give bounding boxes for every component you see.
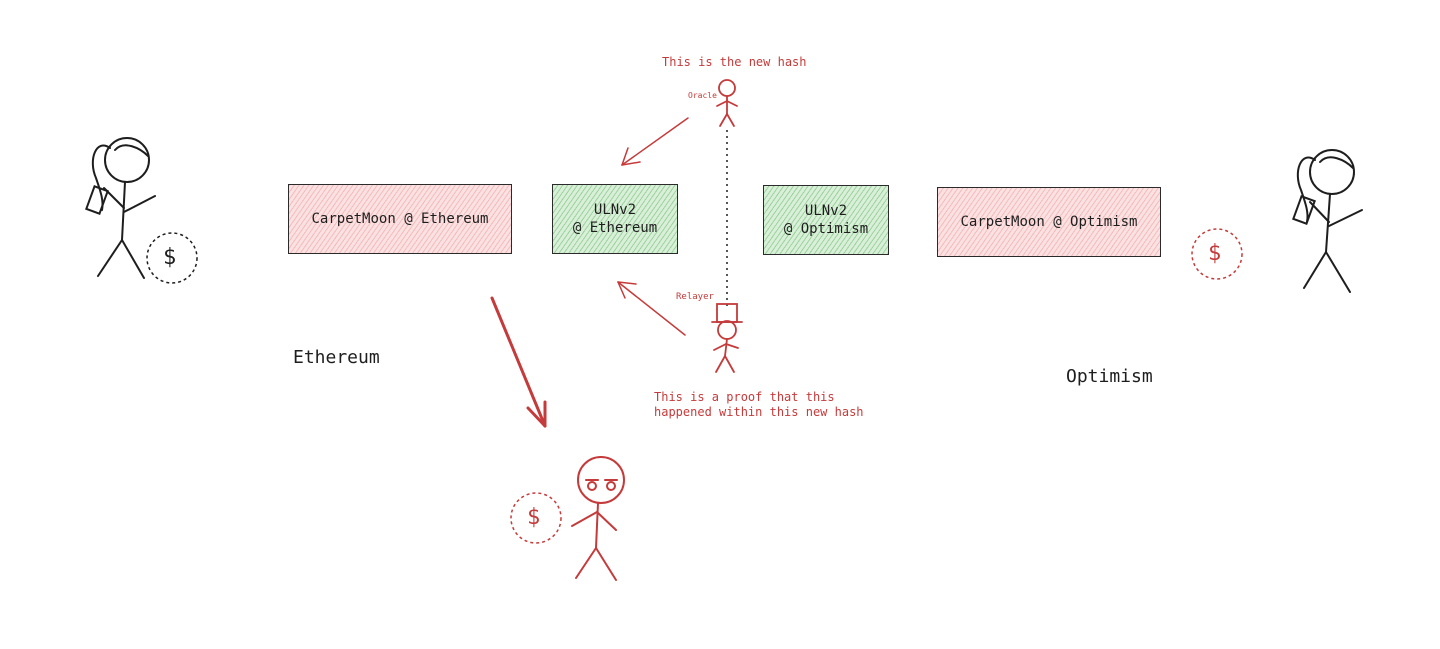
ulnv2-optimism-box: ULNv2 @ Optimism [763,185,889,255]
optimism-coin-icon [1191,228,1243,280]
ethereum-coin-symbol: $ [163,245,177,270]
relayer-figure [711,303,743,373]
recipient-coin-symbol: $ [527,505,541,530]
new-hash-note: This is the new hash [662,55,807,69]
ulnv2-ethereum-label: ULNv2 @ Ethereum [572,201,658,236]
optimism-user-figure [1292,149,1363,293]
recipient-figure [571,456,625,581]
optimism-chain-label: Optimism [1066,366,1153,387]
ethereum-coin-icon [146,232,198,284]
recipient-coin-icon [510,492,562,544]
ulnv2-optimism-label: ULNv2 @ Optimism [783,202,869,237]
carpetmoon-optimism-label: CarpetMoon @ Optimism [960,213,1138,230]
ethereum-chain-label: Ethereum [293,347,380,368]
proof-note: This is a proof that this happened withi… [654,390,864,419]
payout-arrow [490,296,547,428]
oracle-label: Oracle [688,91,717,100]
relayer-label: Relayer [676,292,714,302]
carpetmoon-optimism-box: CarpetMoon @ Optimism [937,187,1161,257]
ethereum-user-figure [85,137,156,279]
carpetmoon-ethereum-label: CarpetMoon @ Ethereum [311,210,489,227]
ulnv2-ethereum-box: ULNv2 @ Ethereum [552,184,678,254]
relayer-arrow [617,281,686,336]
oracle-figure [716,79,738,127]
optimism-coin-symbol: $ [1208,241,1222,266]
oracle-arrow [621,117,689,166]
carpetmoon-ethereum-box: CarpetMoon @ Ethereum [288,184,512,254]
